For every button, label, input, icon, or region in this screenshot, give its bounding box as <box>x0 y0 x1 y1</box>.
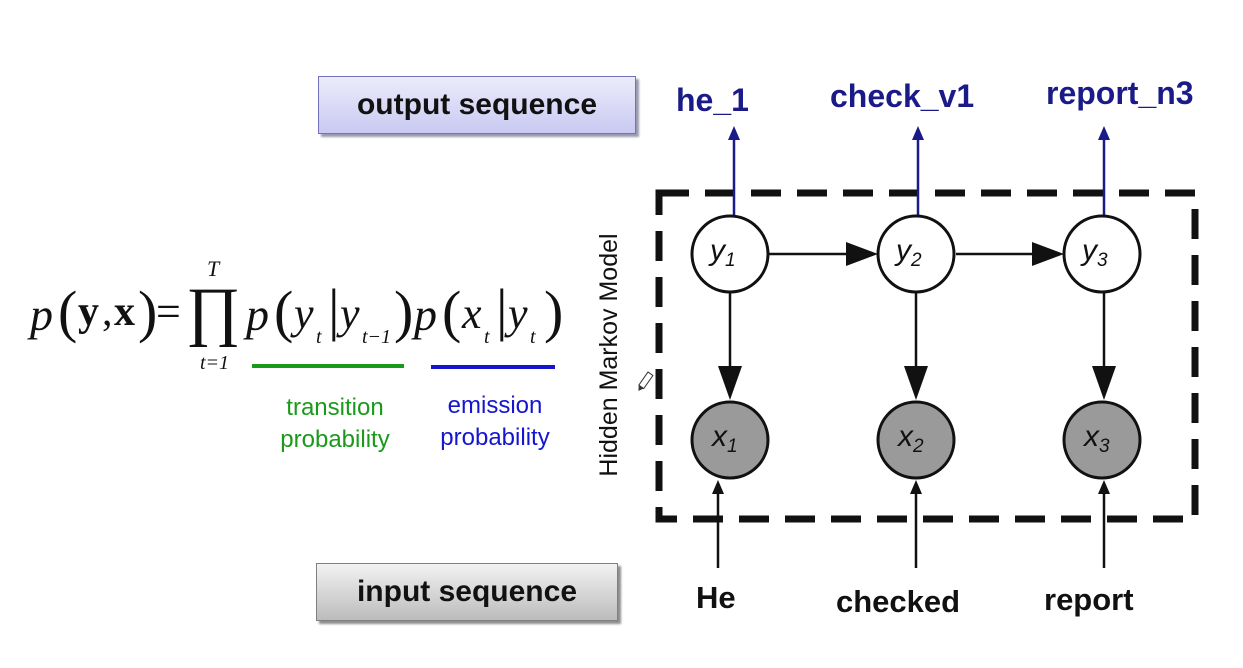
input-arrowhead-1 <box>712 480 724 494</box>
output-sequence-box: output sequence <box>318 76 636 134</box>
formula-product: ∏ <box>186 275 241 348</box>
emission-line1: emission <box>447 392 543 419</box>
formula-paren: ) <box>394 279 414 344</box>
observed-node-x2 <box>876 400 956 480</box>
formula-paren: ( <box>442 279 462 344</box>
observed-node-x1 <box>690 400 770 480</box>
input-word-1: He <box>696 580 736 615</box>
formula-sub-t: t <box>484 326 490 348</box>
formula-paren: ) <box>138 279 158 344</box>
formula-y: y <box>78 289 99 335</box>
formula-sub-t: t <box>530 326 536 348</box>
formula-paren: ( <box>58 279 78 344</box>
node-label-x3: x3 <box>1084 420 1110 457</box>
formula-p: p <box>30 289 53 340</box>
formula-paren: ( <box>274 279 294 344</box>
input-word-2: checked <box>836 584 961 619</box>
input-arrowhead-2 <box>910 480 922 494</box>
output-word-1: he_1 <box>676 82 749 118</box>
formula-comma: , <box>102 289 113 335</box>
hidden-node-y3 <box>1062 214 1142 294</box>
output-word-2: check_v1 <box>830 78 975 114</box>
formula-lower: t=1 <box>200 352 230 374</box>
emission-arrowhead-2 <box>904 366 928 400</box>
hmm-boundary <box>655 189 1199 523</box>
output-sequence-label: output sequence <box>356 88 597 121</box>
output-arrowhead-2 <box>912 126 924 140</box>
formula-y: y <box>294 289 314 338</box>
hidden-node-y2 <box>876 214 956 294</box>
node-label-y1: y1 <box>710 234 736 271</box>
formula-sub-t-minus-1: t−1 <box>362 326 392 348</box>
input-arrowhead-3 <box>1098 480 1110 494</box>
formula-y: y <box>340 289 360 338</box>
formula-bar: | <box>496 277 508 342</box>
formula-equals: = <box>156 287 181 336</box>
input-word-3: report <box>1044 582 1134 617</box>
node-label-x1: x1 <box>712 420 738 457</box>
transition-arrowhead-2-3 <box>1032 242 1064 266</box>
emission-arrowhead-1 <box>718 366 742 400</box>
formula-p: p <box>414 289 437 340</box>
input-sequence-box: input sequence <box>316 563 618 621</box>
formula-sub-t: t <box>316 326 322 348</box>
hidden-node-y1 <box>690 214 770 294</box>
transition-arrowhead-1-2 <box>846 242 878 266</box>
hidden-markov-model-label: Hidden Markov Model <box>595 233 623 477</box>
node-label-y2: y2 <box>896 234 922 271</box>
formula-x: x <box>114 289 135 335</box>
input-sequence-label: input sequence <box>356 575 578 608</box>
node-label-y3: y3 <box>1082 234 1108 271</box>
emission-arrowhead-3 <box>1092 366 1116 400</box>
transition-probability-label: transition probability <box>250 392 420 456</box>
formula-upper: T <box>207 256 220 281</box>
formula-paren: ) <box>544 279 564 344</box>
observed-node-x3 <box>1062 400 1142 480</box>
emission-underline <box>431 365 555 369</box>
transition-line1: transition <box>286 394 384 421</box>
node-label-x2: x2 <box>898 420 924 457</box>
emission-line2: probability <box>440 424 550 451</box>
output-arrowhead-1 <box>728 126 740 140</box>
formula-bar: | <box>328 277 340 342</box>
formula-y: y <box>508 289 528 338</box>
output-word-3: report_n3 <box>1046 75 1194 111</box>
emission-probability-label: emission probability <box>420 390 570 454</box>
formula-p: p <box>246 289 269 340</box>
output-arrowhead-3 <box>1098 126 1110 140</box>
formula-x: x <box>462 289 482 338</box>
transition-underline <box>252 364 404 368</box>
transition-line2: probability <box>280 426 390 453</box>
hmm-joint-probability-formula: p ( y , x ) = ∏ T t=1 p ( y t | y t−1 ) … <box>22 248 582 388</box>
pencil-cursor-icon <box>638 371 654 391</box>
